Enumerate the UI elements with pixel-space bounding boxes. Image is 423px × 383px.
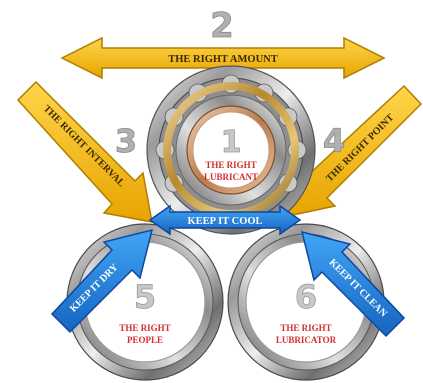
the-right-lubricator-line1: THE RIGHT — [280, 323, 331, 333]
number-3: 3 — [115, 122, 137, 160]
top-bearing: 1 THE RIGHT LUBRICANT — [146, 65, 316, 235]
number-2: 2 — [210, 6, 234, 46]
the-right-lubricant-line2: LUBRICANT — [204, 172, 258, 182]
number-5: 5 — [134, 278, 156, 316]
the-right-amount-label: THE RIGHT AMOUNT — [168, 54, 278, 65]
the-right-people-line2: PEOPLE — [127, 335, 163, 345]
the-right-lubricator-line2: LUBRICATOR — [276, 335, 337, 345]
number-4: 4 — [323, 122, 345, 160]
the-right-people-line1: THE RIGHT — [119, 323, 170, 333]
number-6: 6 — [295, 278, 317, 316]
number-1: 1 — [221, 125, 242, 160]
the-right-lubricant-line1: THE RIGHT — [205, 160, 256, 170]
the-right-amount-arrow: THE RIGHT AMOUNT — [60, 36, 386, 80]
keep-it-cool-label: KEEP IT COOL — [187, 216, 262, 227]
keep-it-cool-arrow: KEEP IT COOL — [148, 204, 302, 236]
